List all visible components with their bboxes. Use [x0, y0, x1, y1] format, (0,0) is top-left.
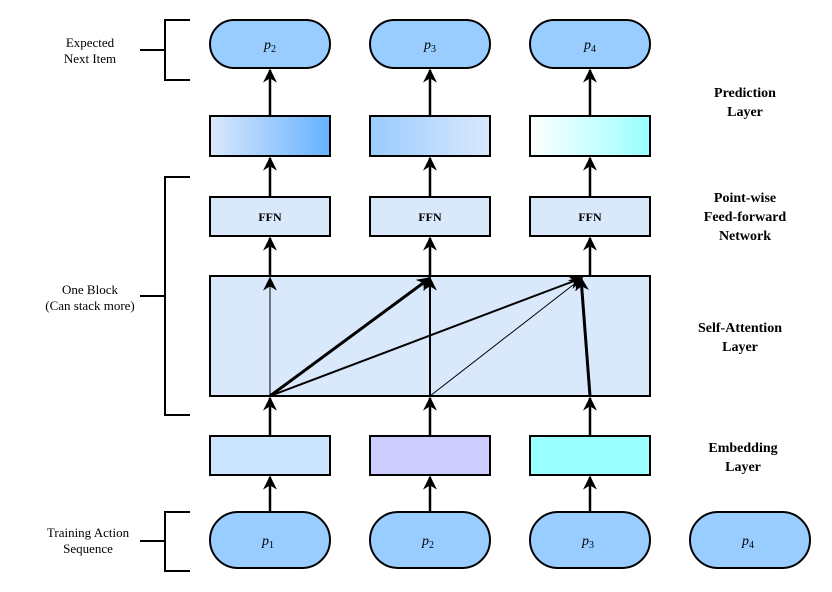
bracket-expected: [140, 19, 190, 81]
attention-arrow: [269, 275, 584, 397]
output-pill: [369, 19, 491, 69]
ffn-box: [369, 196, 491, 237]
embedding-box: [369, 435, 491, 476]
output-label: p2: [263, 38, 276, 55]
prediction-box: [209, 115, 331, 157]
ffn-label: FFN: [258, 210, 282, 224]
label-one-block: One Block(Can stack more): [45, 282, 135, 313]
input-pills: p1 p2 p3 p4: [209, 511, 811, 569]
prediction-box: [369, 115, 491, 157]
attention-arrows: [263, 275, 592, 398]
ffn-label: FFN: [578, 210, 602, 224]
input-label: p2: [421, 534, 434, 551]
embedding-box: [209, 435, 331, 476]
input-label: p1: [261, 534, 274, 551]
output-pill: [529, 19, 651, 69]
output-label: p4: [583, 38, 596, 55]
ffn-box: [529, 196, 651, 237]
output-pills: p2 p3 p4: [209, 19, 651, 69]
ffn-box: [209, 196, 331, 237]
prediction-box: [529, 115, 651, 157]
attention-arrow: [269, 276, 432, 398]
input-label: p3: [581, 534, 594, 551]
flow-arrows: [263, 68, 597, 512]
ffn-label: FFN: [418, 210, 442, 224]
input-label: p4: [741, 534, 754, 551]
embedding-box: [529, 435, 651, 476]
bracket-block: [140, 176, 190, 416]
output-label: p3: [423, 38, 436, 55]
output-pill: [209, 19, 331, 69]
input-pill: [689, 511, 811, 569]
bracket-training: [140, 511, 190, 572]
attention-arrow: [574, 276, 592, 397]
attention-arrow: [429, 277, 584, 397]
